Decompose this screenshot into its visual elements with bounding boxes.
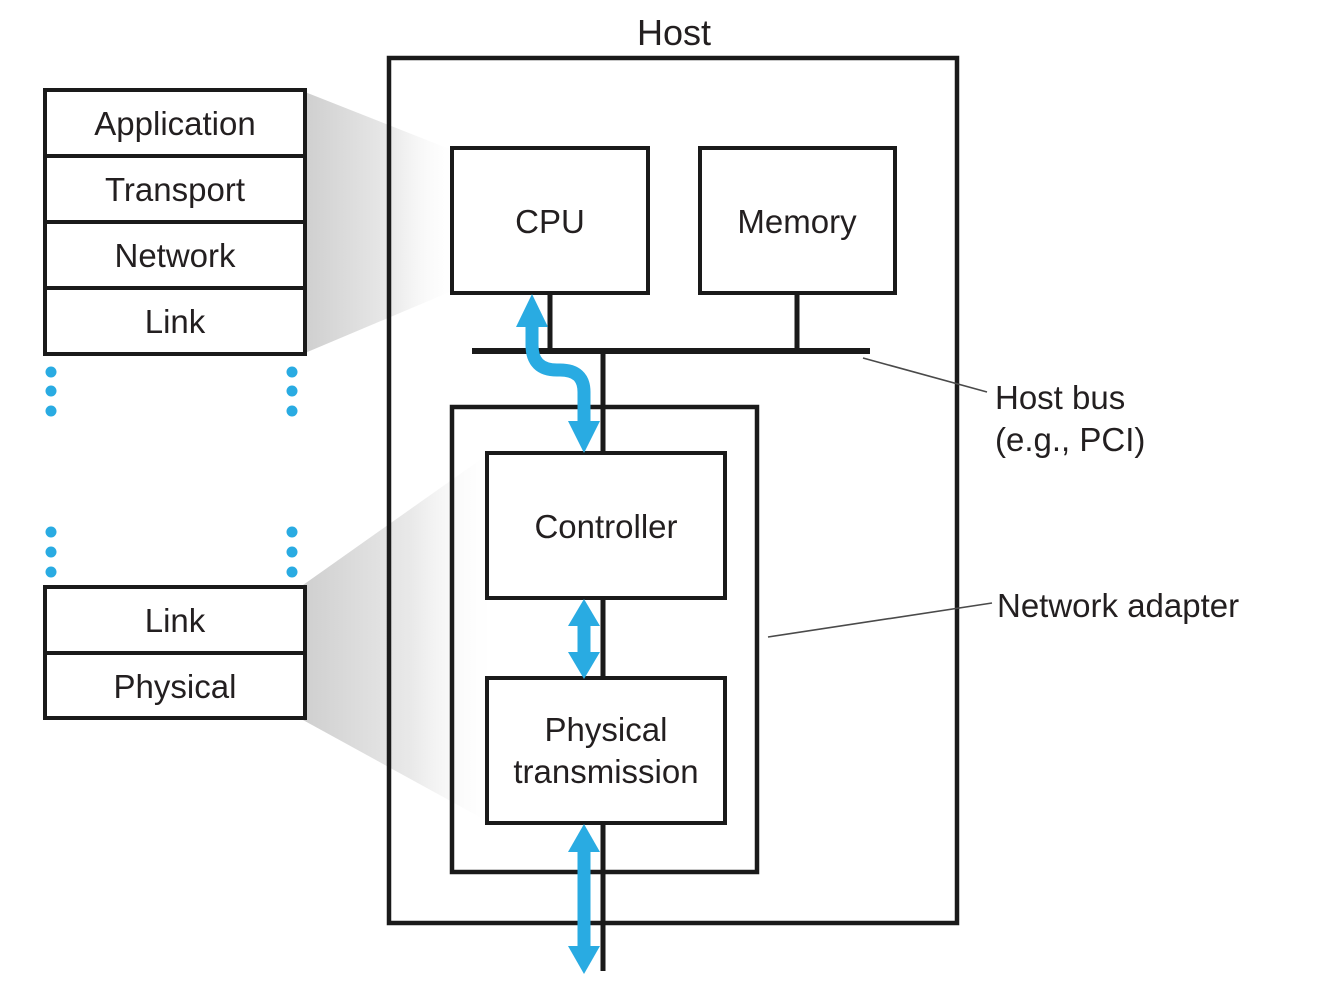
layer-label-link2: Link: [145, 602, 206, 639]
ellipsis-dot: [286, 546, 298, 558]
network-adapter-label: Network adapter: [997, 587, 1239, 624]
arrow-up-head: [568, 599, 600, 626]
memory-label: Memory: [737, 203, 857, 240]
host-box: [386, 55, 960, 926]
layer-label-transport: Transport: [105, 171, 245, 208]
controller-box: [485, 451, 727, 600]
protocol-stack-bottom: Link Physical: [43, 585, 307, 720]
layer-label-network: Network: [114, 237, 236, 274]
arrow-up-head: [516, 294, 548, 327]
arrow-down-head: [568, 946, 600, 974]
layer-box-physical: [43, 651, 307, 720]
host-bus-label-line2: (e.g., PCI): [995, 421, 1145, 458]
network-adapter-callout-line: [767, 602, 993, 638]
controller-physical-arrow: [568, 599, 600, 679]
ellipsis-dot: [286, 405, 298, 417]
ellipsis-dot: [286, 566, 298, 578]
ellipsis-dot: [45, 526, 57, 538]
layer-box-network: [43, 220, 307, 290]
ellipsis-dot: [45, 566, 57, 578]
arrow-down-head: [568, 421, 600, 453]
arrow-down-head: [568, 652, 600, 679]
controller-label: Controller: [534, 508, 677, 545]
ellipsis-dot: [45, 405, 57, 417]
host-title: Host: [637, 12, 711, 53]
layer-box-application: [43, 88, 307, 158]
ellipsis-dot: [45, 385, 57, 397]
host-bus-callout-line: [862, 357, 988, 393]
host-bus-label-line1: Host bus: [995, 379, 1125, 416]
memory-box: [698, 146, 897, 295]
layer-label-link: Link: [145, 303, 206, 340]
physical-transmission-box: [485, 676, 727, 825]
zoom-wedge-top: [305, 92, 452, 353]
cpu-to-controller-arrow: [516, 294, 600, 453]
layer-box-link2: [43, 585, 307, 655]
stack-ellipsis-dots: [45, 366, 298, 578]
protocol-stack-top: Application Transport Network Link: [43, 88, 307, 356]
ellipsis-dot: [45, 366, 57, 378]
ellipsis-dot: [286, 366, 298, 378]
arrow-up-head: [568, 824, 600, 852]
layer-label-physical: Physical: [114, 668, 237, 705]
cpu-label: CPU: [515, 203, 585, 240]
cpu-to-controller-arrow-shaft: [525, 322, 591, 421]
zoom-wedge-bottom: [303, 455, 487, 821]
physical-transmission-label-line2: transmission: [513, 753, 698, 790]
ellipsis-dot: [286, 385, 298, 397]
layer-box-link: [43, 286, 307, 356]
layer-label-application: Application: [94, 105, 255, 142]
ellipsis-dot: [286, 526, 298, 538]
physical-to-network-arrow: [568, 824, 600, 974]
ellipsis-dot: [45, 546, 57, 558]
cpu-box: [450, 146, 650, 295]
network-adapter-box: [449, 404, 760, 875]
physical-transmission-label-line1: Physical: [545, 711, 668, 748]
